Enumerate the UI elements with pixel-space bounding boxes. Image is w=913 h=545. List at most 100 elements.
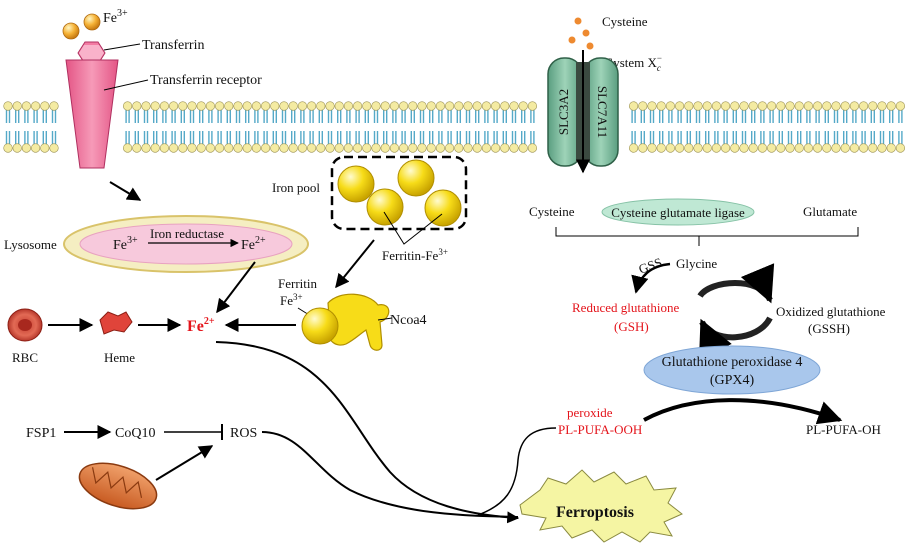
iron-pool-to-ncoa4-arrow (335, 239, 375, 289)
lipid-tail (429, 110, 434, 123)
lipid-tail (300, 110, 305, 123)
lipid-tail (373, 110, 379, 123)
lipid-head (702, 101, 712, 111)
lipid-tail (806, 110, 811, 123)
lipid-tail (153, 110, 158, 123)
lipid-tail (889, 110, 894, 123)
ferritin-fe-label: Fe3+ (280, 292, 303, 308)
lipid-head (3, 101, 13, 111)
cgl-label: Cysteine glutamate ligase (611, 205, 745, 220)
lipid-head (307, 101, 317, 111)
lipid-tail (530, 110, 535, 123)
lipid-head (40, 143, 50, 153)
lipid-tail (695, 131, 701, 144)
lipid-tail (465, 110, 471, 123)
lipid-tail (511, 110, 517, 123)
lipid-tail (511, 131, 517, 144)
lipid-tail (318, 131, 323, 144)
lipid-tail (419, 110, 425, 123)
lipid-head (261, 143, 271, 153)
lipid-tail (364, 131, 369, 144)
lipid-head (674, 101, 685, 111)
lipid-head (684, 101, 694, 111)
lipid-tail (134, 131, 139, 144)
cgl-ellipse (601, 198, 755, 226)
lipid-tail (189, 131, 195, 144)
transporter-icon (547, 57, 619, 167)
lipid-tail (677, 110, 682, 123)
lipid-head (150, 143, 160, 153)
lipid-head (858, 101, 869, 111)
lipid-head (647, 101, 657, 111)
iron-ball-icon (62, 22, 80, 40)
lipid-head (647, 143, 657, 153)
lipid-tail (272, 131, 277, 144)
lipid-head (159, 101, 169, 111)
lipid-head (21, 143, 31, 153)
lipid-tail (318, 110, 323, 123)
lipid-tail (33, 110, 38, 123)
lipid-tail (199, 131, 204, 144)
lipid-head (656, 143, 666, 153)
lipid-head (30, 143, 41, 153)
lipid-head (297, 143, 308, 153)
lipid-tail (659, 110, 664, 123)
lipid-tail (217, 110, 222, 123)
gpx4-reduction-arrow (643, 398, 843, 425)
ncoa4-icon (327, 293, 390, 351)
lipid-tail (355, 131, 360, 144)
lipid-head (500, 143, 510, 153)
lipid-tail (456, 110, 461, 123)
lipid-head (408, 101, 418, 111)
receptor-icon (65, 59, 119, 169)
lipid-tail (833, 131, 839, 144)
lipid-head (215, 101, 225, 111)
lipid-head (150, 101, 160, 111)
lipid-head (638, 143, 648, 153)
lipid-head (205, 101, 215, 111)
lipid-tail (291, 110, 296, 123)
lipid-head (739, 101, 749, 111)
lipid-head (334, 143, 344, 153)
lipid-tail (15, 110, 20, 123)
lipid-tail (787, 131, 793, 144)
ferritin-ball-icon (366, 188, 404, 226)
transferrin-hexagon-inner (79, 45, 104, 61)
lipid-head (877, 143, 887, 153)
lipid-head (500, 101, 510, 111)
lipid-tail (714, 131, 719, 144)
lipid-head (196, 143, 206, 153)
lipid-tail (355, 110, 360, 123)
lipid-tail (162, 110, 167, 123)
lipid-head (840, 143, 850, 153)
ferritin-ball-icon (301, 307, 339, 345)
lipid-tail (521, 131, 526, 144)
lipid-tail (852, 110, 857, 123)
lipid-head (794, 101, 804, 111)
ferritin-ball-icon (397, 159, 435, 197)
lipid-tail (15, 131, 20, 144)
lipid-head (886, 101, 896, 111)
lipid-tail (208, 131, 213, 144)
glycine-label: Glycine (676, 256, 717, 271)
oxidized-gssh-label: Oxidized glutathione (776, 304, 886, 319)
lipid-tail (235, 131, 241, 144)
lipid-head (187, 143, 197, 153)
lipid-tail (889, 131, 894, 144)
ferritin-ball-icon (337, 165, 375, 203)
lipid-tail (438, 131, 443, 144)
lipid-head (822, 101, 832, 111)
lipid-head (242, 143, 252, 153)
lipid-tail (659, 131, 664, 144)
lipid-head (766, 143, 777, 153)
lipid-tail (438, 110, 443, 123)
lipid-head (831, 143, 841, 153)
cysteine-label: Cysteine (529, 204, 575, 219)
lipid-head (776, 143, 786, 153)
lipid-tail (640, 110, 645, 123)
lipid-head (21, 101, 31, 111)
lipid-tail (125, 110, 130, 123)
ros-label: ROS (230, 426, 257, 441)
system-xc-label: System Xc− (606, 53, 662, 73)
lipid-head (674, 143, 685, 153)
